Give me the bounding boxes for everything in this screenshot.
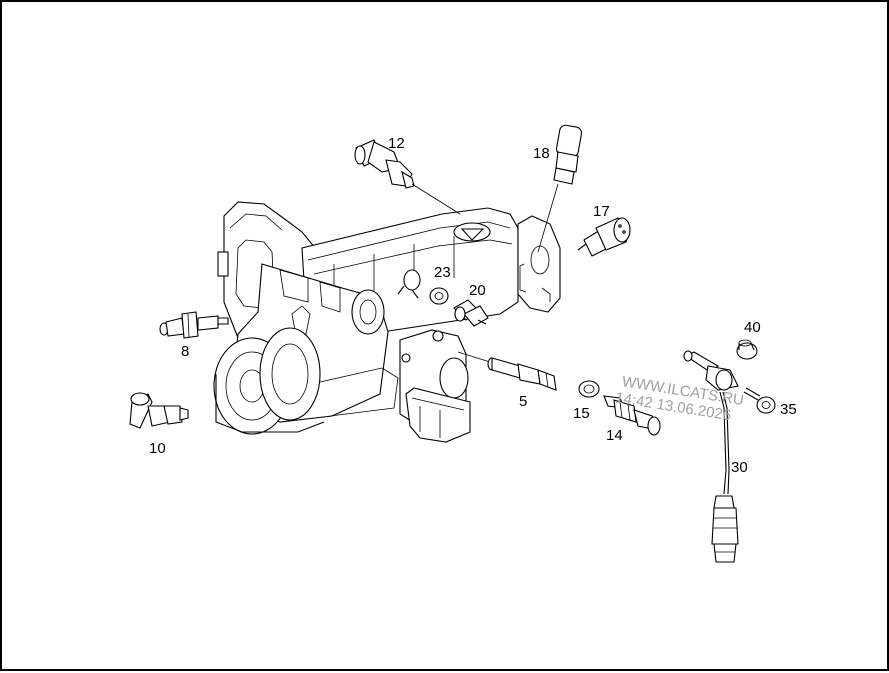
part-14-sensor [603,395,661,436]
part-5-sensor [457,351,557,391]
label-14[interactable]: 14 [606,427,623,444]
throttle-actuator [399,329,471,443]
part-10-sensor [129,392,189,429]
part-18-sender [537,124,583,253]
label-30[interactable]: 30 [731,459,748,476]
part-12-sensor [354,139,461,215]
part-40-plug [736,339,758,360]
label-18[interactable]: 18 [533,145,550,162]
label-12[interactable]: 12 [388,135,405,152]
label-10[interactable]: 10 [149,440,166,457]
part-23-clip [397,269,449,305]
part-17-sensor [577,217,631,257]
label-23[interactable]: 23 [434,264,451,281]
label-20[interactable]: 20 [469,282,486,299]
label-40[interactable]: 40 [744,319,761,336]
engine-block [213,201,561,435]
label-5[interactable]: 5 [519,393,527,410]
label-15[interactable]: 15 [573,405,590,422]
label-17[interactable]: 17 [593,203,610,220]
label-8[interactable]: 8 [181,343,189,360]
part-15-washer [578,380,600,398]
part-labels: 12 18 17 23 20 8 40 5 15 14 35 10 30 [149,135,797,476]
part-35-bolt [743,387,776,414]
label-35[interactable]: 35 [780,401,797,418]
part-20-sensor [453,299,489,327]
part-8-plug [159,311,229,339]
part-30-speed-sensor [683,350,739,563]
